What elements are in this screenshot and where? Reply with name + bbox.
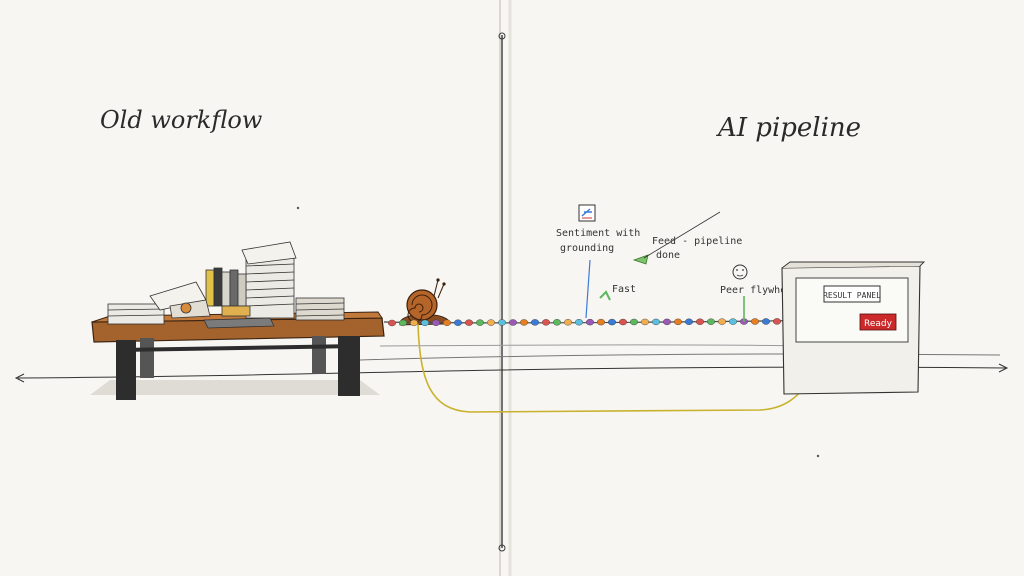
annotation-sentiment: Sentiment with	[556, 228, 640, 239]
pipeline-bead	[652, 318, 661, 326]
pipeline-bead	[641, 318, 650, 326]
pipeline-bead	[553, 319, 562, 326]
pipeline-bead	[487, 319, 496, 326]
pipeline-bead	[729, 318, 738, 325]
annotation-fast: Fast	[612, 284, 636, 295]
pipeline-bead	[410, 319, 419, 327]
face-sketch-icon	[732, 264, 748, 322]
pipeline-bead	[542, 319, 551, 326]
notebook-spine	[498, 0, 512, 576]
pipeline-bead	[751, 318, 760, 325]
pipeline-bead	[619, 318, 628, 326]
ink-speck	[296, 206, 300, 210]
pipeline-bead	[762, 318, 771, 325]
pipeline-bead	[575, 319, 584, 326]
pipeline-bead	[388, 319, 397, 327]
annotation-feed-line1: Feed - pipeline	[652, 236, 742, 247]
left-panel-title: Old workflow	[100, 106, 263, 134]
output-device	[781, 261, 926, 395]
pipeline-bead	[696, 318, 705, 325]
pipeline-bead	[432, 319, 441, 326]
workbench-table	[90, 311, 385, 400]
monitor-icon	[578, 204, 596, 222]
hand-arrow-icon	[599, 211, 721, 301]
pipeline-bead	[663, 318, 672, 326]
annotation-peer: Peer flywheel	[720, 285, 798, 296]
pipeline-bead	[509, 319, 518, 326]
right-panel-title: AI pipeline	[716, 113, 861, 143]
ink-speck	[816, 454, 820, 458]
pipeline-bead	[630, 318, 639, 326]
pipeline-bead	[564, 319, 573, 326]
pipeline-bead	[674, 318, 683, 326]
annotation-pointer	[585, 259, 591, 319]
pipeline-bead	[498, 319, 507, 326]
pipeline-bead	[718, 318, 727, 325]
pipeline-bead	[531, 319, 540, 326]
pipeline-bead	[597, 318, 606, 326]
pipeline-bead	[608, 318, 617, 326]
annotation-feed-line2: done	[656, 250, 680, 261]
output-badge: Ready	[864, 319, 893, 329]
pipeline-bead	[443, 319, 452, 326]
pipeline-bead	[476, 319, 485, 326]
pipeline-bead	[520, 319, 529, 326]
pipeline-bead	[707, 318, 716, 325]
pipeline-beads	[388, 318, 837, 327]
paper-stack-icon	[107, 241, 345, 329]
pipeline-bead	[586, 318, 595, 326]
annotation-grounding: grounding	[560, 243, 614, 254]
pipeline-bead	[685, 318, 694, 325]
snail-icon	[399, 278, 449, 326]
pipeline-bead	[465, 319, 474, 326]
output-panel-label: RESULT PANEL	[823, 291, 881, 300]
pipeline-bead	[773, 318, 782, 325]
pipeline-bead	[399, 319, 408, 327]
pipeline-bead	[421, 319, 430, 327]
pipeline-bead	[454, 319, 463, 326]
